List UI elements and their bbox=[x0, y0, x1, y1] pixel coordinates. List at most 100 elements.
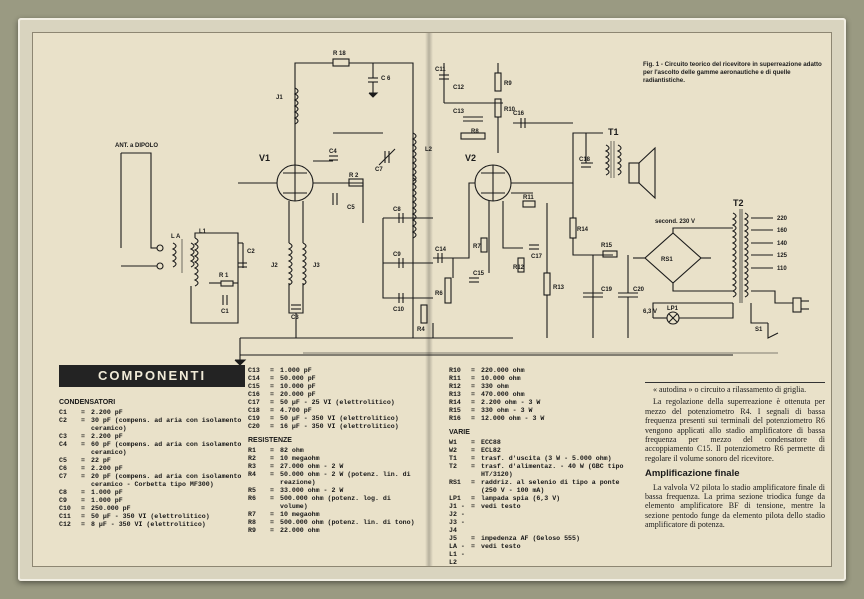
svg-text:110: 110 bbox=[777, 266, 787, 272]
component-row: R9 = 22.000 ohm bbox=[248, 527, 418, 535]
svg-text:J3: J3 bbox=[313, 263, 320, 269]
component-value: 22.000 ohm bbox=[280, 527, 320, 534]
component-value: 33.000 ohm - 2 W bbox=[280, 487, 344, 494]
component-ref: C12 bbox=[59, 521, 71, 528]
equals-sign: = bbox=[471, 495, 475, 502]
component-row: R1=82 ohm bbox=[248, 447, 418, 455]
svg-text:C20: C20 bbox=[633, 287, 645, 293]
component-value: 2.200 pF bbox=[91, 433, 123, 440]
component-row: C3=2.200 pF bbox=[59, 433, 254, 441]
svg-text:R8: R8 bbox=[471, 129, 479, 135]
component-ref: T2 bbox=[449, 463, 457, 470]
equals-sign: = bbox=[270, 463, 274, 470]
component-value: 20.000 pF bbox=[280, 391, 316, 398]
svg-text:L A: L A bbox=[171, 234, 181, 240]
equals-sign: = bbox=[81, 465, 85, 472]
component-value: 16 µF - 350 VI (elettrolitico) bbox=[280, 423, 399, 430]
component-value: 500.000 ohm (potenz. lin. di tono) bbox=[280, 519, 415, 526]
component-row: C19=50 µF - 350 VI (elettrolitico) bbox=[248, 415, 418, 423]
component-ref: C16 bbox=[248, 391, 260, 398]
component-ref: C19 bbox=[248, 415, 260, 422]
svg-text:R10: R10 bbox=[504, 107, 516, 113]
svg-text:R9: R9 bbox=[504, 81, 512, 87]
component-ref: RS1 bbox=[449, 479, 461, 486]
component-row: R14=2.200 ohm - 3 W bbox=[449, 399, 637, 407]
component-row: C4=60 pF (compens. ad aria con isolament… bbox=[59, 441, 254, 457]
component-row: LA - L1 - L2=vedi testo bbox=[449, 543, 637, 566]
svg-text:C16: C16 bbox=[513, 111, 525, 117]
equals-sign: = bbox=[270, 495, 274, 502]
equals-sign: = bbox=[471, 463, 475, 470]
component-ref: R16 bbox=[449, 415, 461, 422]
various-heading: VARIE bbox=[449, 429, 470, 436]
component-value: 2.200 pF bbox=[91, 465, 123, 472]
resistors-heading: RESISTENZE bbox=[248, 437, 292, 444]
component-row: C15=10.000 pF bbox=[248, 383, 418, 391]
component-value: 10.000 ohm bbox=[481, 375, 521, 382]
svg-text:C3: C3 bbox=[291, 315, 299, 321]
equals-sign: = bbox=[270, 455, 274, 462]
capacitors-heading: CONDENSATORI bbox=[59, 399, 116, 406]
equals-sign: = bbox=[81, 441, 85, 448]
equals-sign: = bbox=[471, 407, 475, 414]
svg-text:C1: C1 bbox=[221, 309, 229, 315]
component-row: R16=12.000 ohm - 3 W bbox=[449, 415, 637, 423]
svg-text:C19: C19 bbox=[601, 287, 613, 293]
equals-sign: = bbox=[471, 367, 475, 374]
equals-sign: = bbox=[270, 487, 274, 494]
equals-sign: = bbox=[81, 489, 85, 496]
component-row: LP1=lampada spia (6,3 V) bbox=[449, 495, 637, 503]
svg-text:R4: R4 bbox=[417, 327, 425, 333]
equals-sign: = bbox=[471, 503, 475, 510]
component-value: 250.000 pF bbox=[91, 505, 131, 512]
component-ref: C9 bbox=[59, 497, 67, 504]
component-row: C16=20.000 pF bbox=[248, 391, 418, 399]
component-ref: R12 bbox=[449, 383, 461, 390]
component-value: 1.000 pF bbox=[280, 367, 312, 374]
svg-text:R 1: R 1 bbox=[219, 273, 229, 279]
component-ref: R7 bbox=[248, 511, 256, 518]
svg-text:R14: R14 bbox=[577, 227, 589, 233]
svg-text:C5: C5 bbox=[347, 205, 355, 211]
component-row: T1=trasf. d'uscita (3 W - 5.000 ohm) bbox=[449, 455, 637, 463]
svg-text:J2: J2 bbox=[271, 263, 278, 269]
equals-sign: = bbox=[270, 407, 274, 414]
equals-sign: = bbox=[270, 367, 274, 374]
component-value: 50 µF - 350 VI (elettrolitico) bbox=[91, 513, 210, 520]
component-value: 20 pF (compens. ad aria con isolamento c… bbox=[91, 473, 242, 488]
component-row: C10=250.000 pF bbox=[59, 505, 254, 513]
component-value: 2.200 pF bbox=[91, 409, 123, 416]
equals-sign: = bbox=[270, 511, 274, 518]
component-ref: C6 bbox=[59, 465, 67, 472]
svg-text:125: 125 bbox=[777, 253, 788, 259]
component-ref: R5 bbox=[248, 487, 256, 494]
equals-sign: = bbox=[81, 473, 85, 480]
component-row: W1=ECC88 bbox=[449, 439, 637, 447]
component-value: 22 pF bbox=[91, 457, 111, 464]
page-gutter bbox=[425, 33, 433, 566]
component-ref: R8 bbox=[248, 519, 256, 526]
component-row: C1=2.200 pF bbox=[59, 409, 254, 417]
component-value: 82 ohm bbox=[280, 447, 304, 454]
svg-text:C9: C9 bbox=[393, 252, 401, 258]
component-value: 50 µF - 25 VI (elettrolitico) bbox=[280, 399, 395, 406]
component-row: C5=22 pF bbox=[59, 457, 254, 465]
component-ref: R9 bbox=[248, 527, 256, 534]
svg-text:S1: S1 bbox=[755, 327, 763, 333]
equals-sign: = bbox=[471, 415, 475, 422]
equals-sign: = bbox=[270, 375, 274, 382]
v2-label: V2 bbox=[465, 153, 476, 163]
component-value: ECL82 bbox=[481, 447, 501, 454]
component-row: C9=1.000 pF bbox=[59, 497, 254, 505]
component-row: C8=1.000 pF bbox=[59, 489, 254, 497]
component-row: R11=10.000 ohm bbox=[449, 375, 637, 383]
svg-text:C7: C7 bbox=[375, 167, 383, 173]
component-row: R8=500.000 ohm (potenz. lin. di tono) bbox=[248, 519, 418, 527]
component-ref: C11 bbox=[59, 513, 71, 520]
component-row: R13=470.000 ohm bbox=[449, 391, 637, 399]
equals-sign: = bbox=[270, 527, 274, 534]
v1-label: V1 bbox=[259, 153, 270, 163]
svg-text:C18: C18 bbox=[579, 157, 591, 163]
component-row: C13=1.000 pF bbox=[248, 367, 418, 375]
